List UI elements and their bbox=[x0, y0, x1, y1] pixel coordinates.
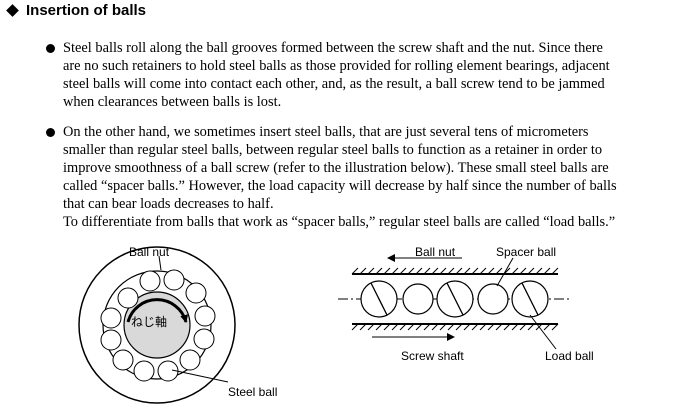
steel-ball-leader-line bbox=[171, 369, 229, 383]
screw-shaft-label: Screw shaft bbox=[401, 349, 464, 363]
load-ball-leader-line bbox=[529, 314, 557, 350]
steel-balls-ring bbox=[100, 269, 216, 382]
shaft-hatching bbox=[351, 323, 559, 331]
nut-cross-section-figure: Ball nut ねじ軸 Steel ball bbox=[78, 245, 277, 404]
paragraph-line: steel balls will come into contact each … bbox=[63, 76, 605, 92]
ball-nut-label-left: Ball nut bbox=[129, 245, 170, 259]
paragraph-line: improve smoothness of a ball screw (refe… bbox=[63, 160, 609, 176]
bullet-dot-icon bbox=[45, 128, 55, 137]
section-heading: Insertion of balls bbox=[6, 2, 146, 19]
steel-ball-label: Steel ball bbox=[228, 385, 277, 399]
contact-lines bbox=[370, 282, 539, 316]
paragraph-line: smaller than regular steel balls, betwee… bbox=[63, 142, 603, 158]
ball-screw-side-section-figure: Ball nut Spacer ball Screw shaft Load ba… bbox=[338, 245, 594, 363]
rotation-arrow bbox=[126, 298, 189, 323]
spacer-ball bbox=[402, 283, 434, 315]
load-ball-label: Load ball bbox=[545, 349, 594, 363]
paragraph-line: On the other hand, we sometimes insert s… bbox=[63, 124, 589, 140]
screw-shaft-disc bbox=[123, 291, 191, 359]
paragraph-line: that can bear loads decreases to half. bbox=[63, 196, 274, 212]
spacer-ball-label: Spacer ball bbox=[496, 245, 556, 259]
paragraph-line: Steel balls roll along the ball grooves … bbox=[63, 40, 603, 56]
bullet-dot-icon bbox=[45, 44, 55, 53]
spacer-ball-leader-line bbox=[496, 257, 514, 287]
nut-outer-circle bbox=[78, 246, 236, 404]
bullet-paragraph-2: On the other hand, we sometimes insert s… bbox=[45, 123, 691, 231]
nut-inner-circle bbox=[102, 270, 212, 380]
balls-row bbox=[360, 280, 549, 318]
bullet-paragraph-1: Steel balls roll along the ball grooves … bbox=[45, 39, 691, 111]
nut-hatching bbox=[351, 267, 559, 275]
paragraph-line: when clearances between balls is lost. bbox=[63, 94, 282, 110]
paragraph-line: called “spacer balls.” However, the load… bbox=[63, 178, 617, 194]
ball-nut-label-right: Ball nut bbox=[415, 245, 456, 259]
paragraph-line: To differentiate from balls that work as… bbox=[63, 214, 616, 230]
section-heading-text: Insertion of balls bbox=[26, 2, 147, 19]
ball-nut-leader-line bbox=[158, 255, 162, 271]
paragraph-line: are no such retainers to hold steel ball… bbox=[63, 58, 610, 74]
screw-shaft-label-jp: ねじ軸 bbox=[131, 315, 167, 329]
spacer-ball bbox=[477, 283, 509, 315]
